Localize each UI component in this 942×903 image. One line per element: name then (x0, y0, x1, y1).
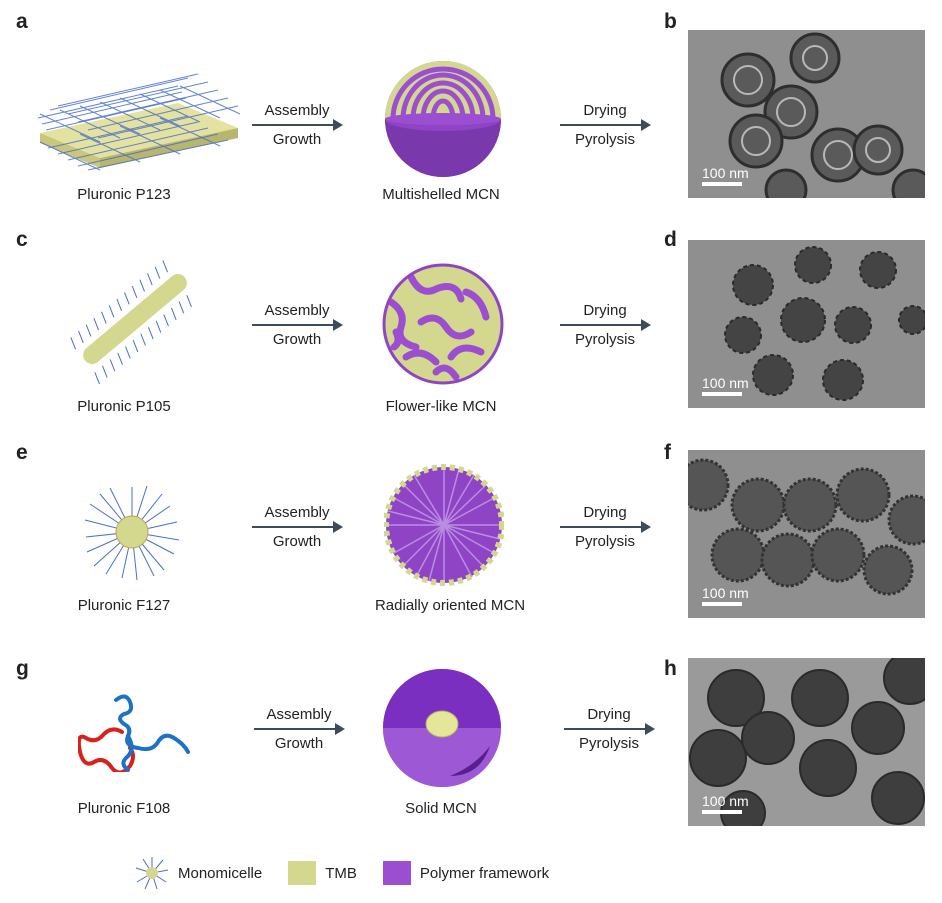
scale-bar: 100 nm (702, 375, 749, 396)
growth-label: Growth (272, 331, 322, 348)
template-label-f108: Pluronic F108 (77, 800, 171, 817)
drying-label: Drying (583, 102, 627, 119)
product-label-flower-like: Flower-like MCN (385, 398, 497, 415)
tem-image-multishelled: 100 nm (688, 30, 925, 198)
arrow-icon (564, 723, 655, 735)
arrow-icon (254, 723, 345, 735)
product-label-multishelled: Multishelled MCN (382, 186, 500, 203)
legend-label-monomicelle: Monomicelle (178, 864, 263, 882)
pyrolysis-label: Pyrolysis (574, 533, 635, 550)
panel-letter-d: d (664, 228, 677, 251)
legend-item-monomicelle: Monomicelle (135, 856, 262, 890)
arrow-icon (560, 521, 651, 533)
drying-pyrolysis-arrow-1: Drying Pyrolysis (560, 97, 651, 153)
flower-like-mcn-sphere (382, 263, 504, 385)
assembly-growth-arrow-3: Assembly Growth (252, 499, 343, 555)
panel-letter-a: a (16, 10, 28, 33)
product-label-radially-oriented: Radially oriented MCN (374, 597, 526, 614)
scale-bar: 100 nm (702, 165, 749, 186)
arrow-icon (252, 319, 343, 331)
assembly-growth-arrow-1: Assembly Growth (252, 97, 343, 153)
legend-label-polymer: Polymer framework (419, 864, 550, 882)
panel-letter-c: c (16, 228, 28, 251)
drying-pyrolysis-arrow-4: Drying Pyrolysis (564, 701, 655, 757)
legend-item-tmb: TMB (288, 861, 357, 885)
radially-oriented-mcn-sphere (384, 464, 504, 586)
arrow-icon (560, 119, 651, 131)
product-label-solid: Solid MCN (405, 800, 477, 817)
assembly-label: Assembly (264, 302, 330, 319)
p105-cylindrical-micelle-illustration (70, 260, 192, 384)
assembly-growth-arrow-2: Assembly Growth (252, 297, 343, 353)
drying-pyrolysis-arrow-3: Drying Pyrolysis (560, 499, 651, 555)
tem-image-flower-like: 100 nm (688, 240, 925, 408)
multishelled-mcn-sphere (385, 61, 501, 177)
f108-polymer-chain-illustration (78, 694, 190, 772)
pyrolysis-label: Pyrolysis (578, 735, 639, 752)
assembly-growth-arrow-4: Assembly Growth (254, 701, 345, 757)
pyrolysis-label: Pyrolysis (574, 131, 635, 148)
monomicelle-icon (135, 857, 169, 890)
assembly-label: Assembly (266, 706, 332, 723)
p123-micelle-slab-illustration (37, 73, 241, 171)
scale-bar: 100 nm (702, 793, 749, 814)
pyrolysis-label: Pyrolysis (574, 331, 635, 348)
arrow-icon (252, 119, 343, 131)
growth-label: Growth (274, 735, 324, 752)
panel-letter-g: g (16, 657, 29, 680)
tem-image-radially-oriented: 100 nm (688, 450, 925, 618)
template-label-f127: Pluronic F127 (77, 597, 171, 614)
drying-label: Drying (583, 302, 627, 319)
legend: Monomicelle TMB Polymer framework (135, 856, 575, 890)
panel-letter-h: h (664, 657, 677, 680)
template-label-p105: Pluronic P105 (77, 398, 171, 415)
arrow-icon (560, 319, 651, 331)
growth-label: Growth (272, 533, 322, 550)
arrow-icon (252, 521, 343, 533)
legend-item-polymer: Polymer framework (382, 861, 550, 885)
template-label-p123: Pluronic P123 (77, 186, 171, 203)
f127-monomicelle-illustration (84, 485, 180, 581)
panel-letter-e: e (16, 441, 28, 464)
panel-letter-f: f (664, 441, 671, 464)
assembly-label: Assembly (264, 504, 330, 521)
scale-bar: 100 nm (702, 585, 749, 606)
tmb-swatch (288, 861, 317, 885)
drying-pyrolysis-arrow-2: Drying Pyrolysis (560, 297, 651, 353)
polymer-swatch (382, 861, 411, 885)
assembly-label: Assembly (264, 102, 330, 119)
drying-label: Drying (587, 706, 631, 723)
growth-label: Growth (272, 131, 322, 148)
solid-mcn-sphere (383, 669, 501, 787)
drying-label: Drying (583, 504, 627, 521)
panel-letter-b: b (664, 10, 677, 33)
legend-label-tmb: TMB (325, 864, 357, 882)
tem-image-solid: 100 nm (688, 658, 925, 826)
